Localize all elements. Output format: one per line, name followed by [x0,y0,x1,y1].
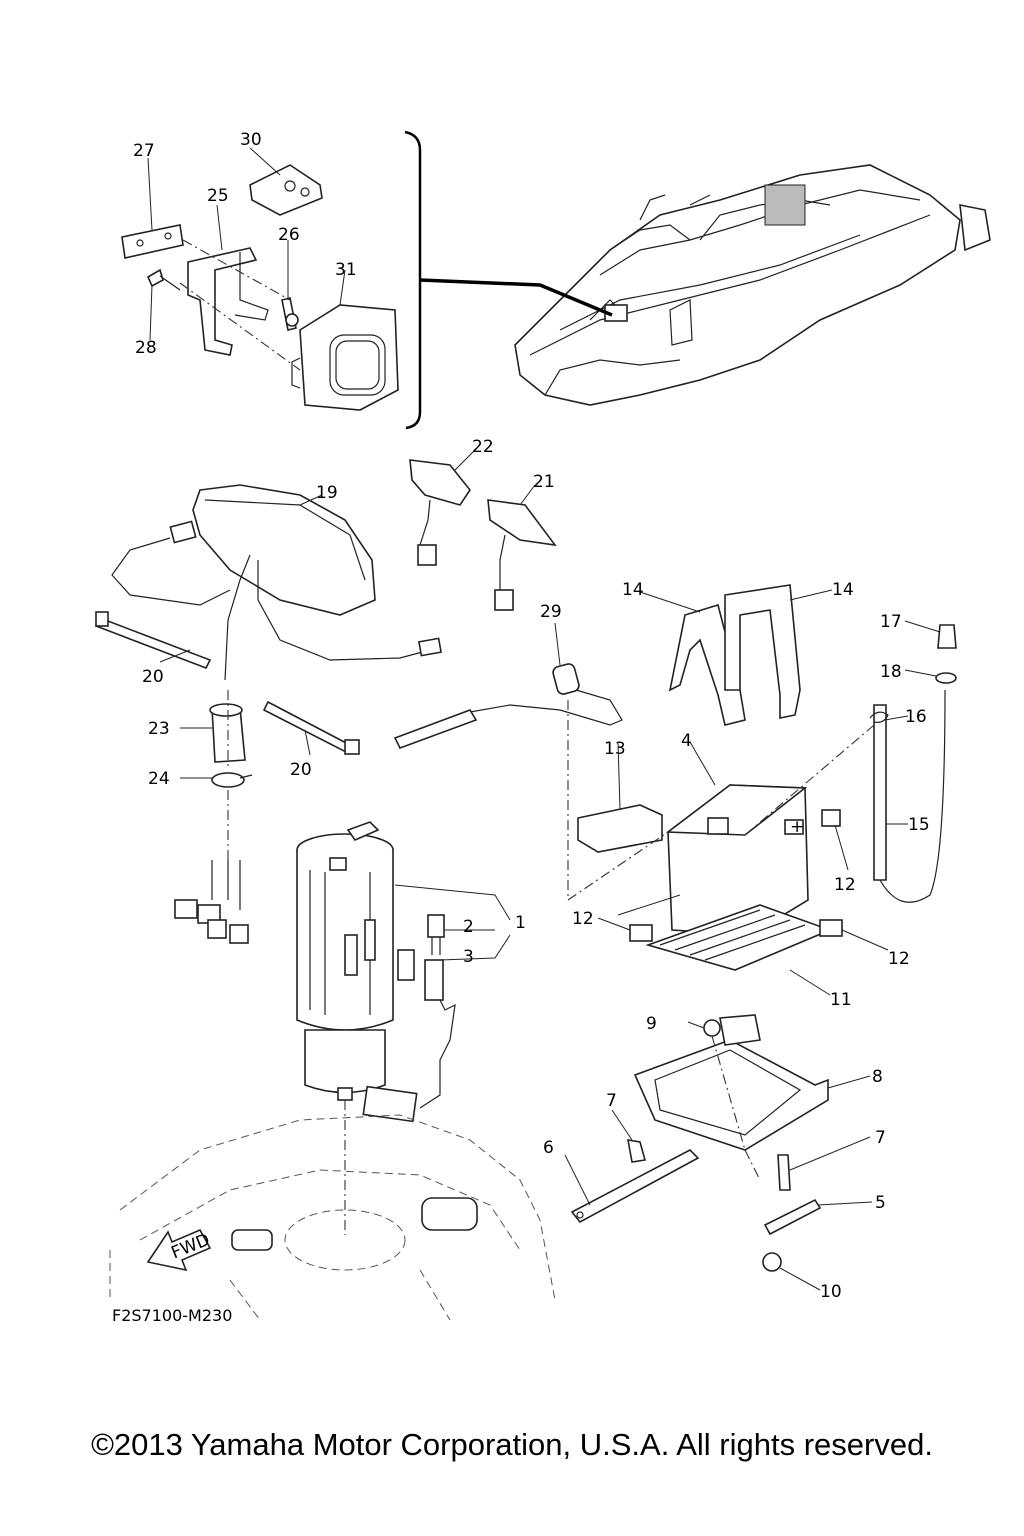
battery-assembly: + [567,584,957,971]
switches [409,459,557,611]
battery-box [570,1014,829,1272]
callout-6: 6 [543,1138,554,1158]
callout-2: 2 [463,917,474,937]
callout-30: 30 [240,130,262,150]
callout-12a: 12 [834,875,856,895]
callout-13: 13 [604,739,626,759]
callout-31: 31 [335,260,357,280]
callout-28: 28 [135,338,157,358]
svg-text:+: + [790,817,804,837]
callout-15: 15 [908,815,930,835]
callout-23: 23 [148,719,170,739]
meter-assembly [94,484,442,944]
callout-14b: 14 [832,580,854,600]
callout-8: 8 [872,1067,883,1087]
callout-7a: 7 [606,1091,617,1111]
callout-18: 18 [880,662,902,682]
remote-receiver-group [121,164,399,411]
callout-24: 24 [148,769,170,789]
fuel-tank-outline [109,1100,556,1321]
copyright-notice: ©2013 Yamaha Motor Corporation, U.S.A. A… [91,1427,933,1462]
callout-20b: 20 [290,760,312,780]
callout-4: 4 [681,731,692,751]
callout-16: 16 [905,707,927,727]
callout-labels: 27 30 25 26 31 28 22 21 19 29 14 14 17 1… [112,130,930,1325]
callout-11: 11 [830,990,852,1010]
fwd-label: FWD [168,1230,212,1263]
callout-21: 21 [533,472,555,492]
callout-7b: 7 [875,1128,886,1148]
callout-5: 5 [875,1193,886,1213]
watercraft-illustration [514,164,991,406]
drawing-code: F2S7100-M230 [112,1306,232,1325]
callout-12b: 12 [572,909,594,929]
callout-3: 3 [463,947,474,967]
callout-14a: 14 [622,580,644,600]
callout-1: 1 [515,913,526,933]
callout-10: 10 [820,1282,842,1302]
callout-20a: 20 [142,667,164,687]
callout-19: 19 [316,483,338,503]
callout-leaders [147,147,941,1291]
callout-17: 17 [880,612,902,632]
fwd-arrow-icon: FWD [146,1228,213,1272]
callout-22: 22 [472,437,494,457]
callout-9: 9 [646,1014,657,1034]
inset-bracket [404,130,613,430]
sensor-lead [393,663,623,900]
callout-26: 26 [278,225,300,245]
callout-25: 25 [207,186,229,206]
fuel-pump-assembly [296,821,511,1123]
callout-29: 29 [540,602,562,622]
callout-27: 27 [133,141,155,161]
callout-12c: 12 [888,949,910,969]
